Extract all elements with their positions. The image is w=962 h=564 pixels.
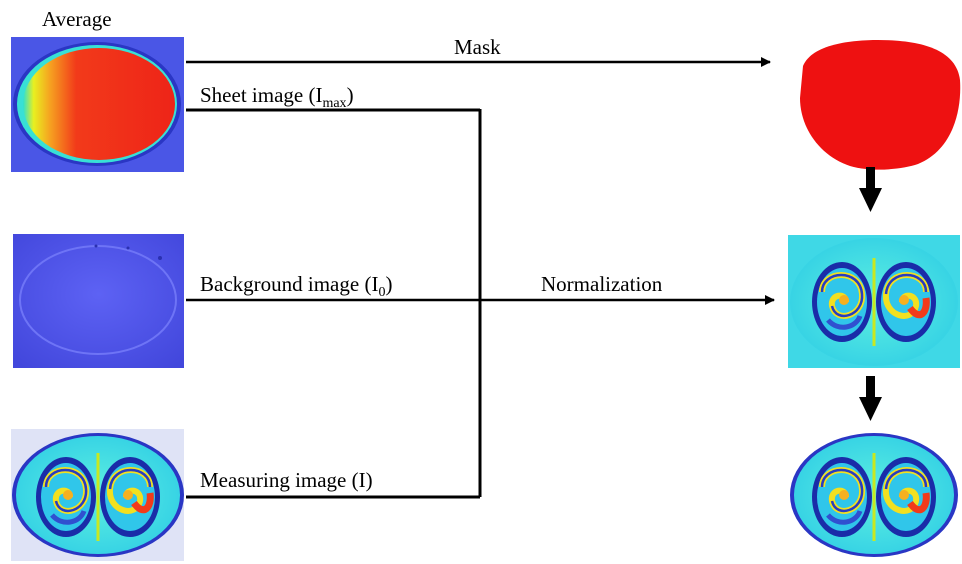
- normalization-label: Normalization: [541, 272, 663, 296]
- masked-result-image: [790, 433, 958, 557]
- sheet-label: Sheet image (Imax): [200, 83, 354, 111]
- measuring-image: [11, 429, 184, 561]
- background-label-subscript: 0: [378, 285, 385, 300]
- sheet-label-subscript: max: [322, 96, 346, 111]
- mask-label: Mask: [454, 35, 501, 59]
- background-image: [13, 234, 184, 368]
- average-sheet-image: [11, 37, 184, 172]
- measuring-label: Measuring image (I): [200, 468, 373, 492]
- normalized-image: [788, 235, 960, 368]
- background-label-main: Background image (I: [200, 272, 378, 296]
- result-down-arrow: [859, 376, 882, 421]
- sheet-label-close: ): [347, 83, 354, 107]
- sheet-label-main: Sheet image (I: [200, 83, 322, 107]
- average-title: Average: [42, 7, 112, 31]
- background-label: Background image (I0): [200, 272, 392, 300]
- mask-image: [800, 40, 961, 170]
- mask-down-arrow: [859, 167, 882, 212]
- background-label-close: ): [385, 272, 392, 296]
